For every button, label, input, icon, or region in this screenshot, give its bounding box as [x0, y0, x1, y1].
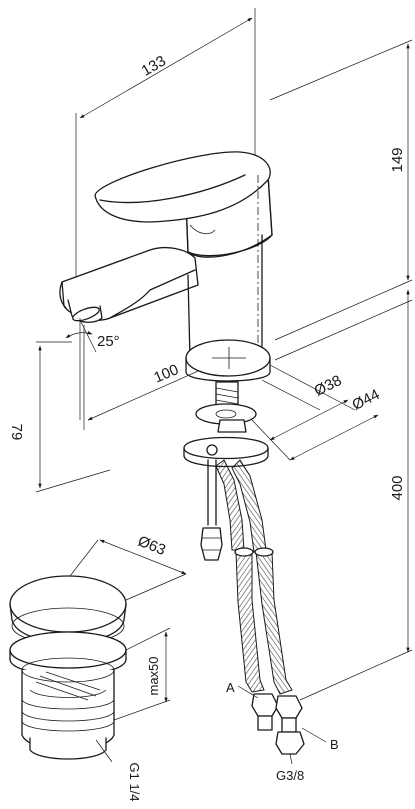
label-angle-25: 25°	[97, 333, 120, 350]
dimension-spout-height: 79	[8, 341, 111, 493]
label-width-133: 133	[139, 52, 169, 79]
faucet-body	[59, 151, 273, 362]
label-waste-height-max50: max50	[146, 656, 161, 695]
label-height-149: 149	[389, 147, 406, 172]
dimension-diameters: Ø38 Ø44	[251, 364, 382, 461]
label-waste-dia-63: Ø63	[135, 533, 168, 559]
callout-b: B	[330, 737, 339, 752]
callout-thread-g114: G1 1/4	[127, 762, 142, 801]
dimension-waste-height: max50	[113, 627, 171, 721]
callout-waste-thread: G1 1/4	[95, 739, 142, 802]
label-reach-100: 100	[151, 361, 181, 386]
hose-callouts: A B G3/8	[226, 680, 339, 783]
label-hose-length-400: 400	[389, 475, 406, 500]
label-spout-height-79: 79	[8, 424, 25, 441]
dimension-angle-25: 25°	[65, 318, 120, 420]
label-dia-44: Ø44	[349, 386, 382, 414]
dimension-height-149: 149	[269, 39, 413, 341]
braided-hoses	[215, 459, 305, 755]
callout-a: A	[226, 680, 235, 695]
waste-valve	[9, 575, 127, 760]
dimension-hose-length-400: 400	[274, 289, 413, 701]
callout-thread-g38: G3/8	[276, 768, 304, 783]
mounting-assembly	[183, 339, 271, 561]
